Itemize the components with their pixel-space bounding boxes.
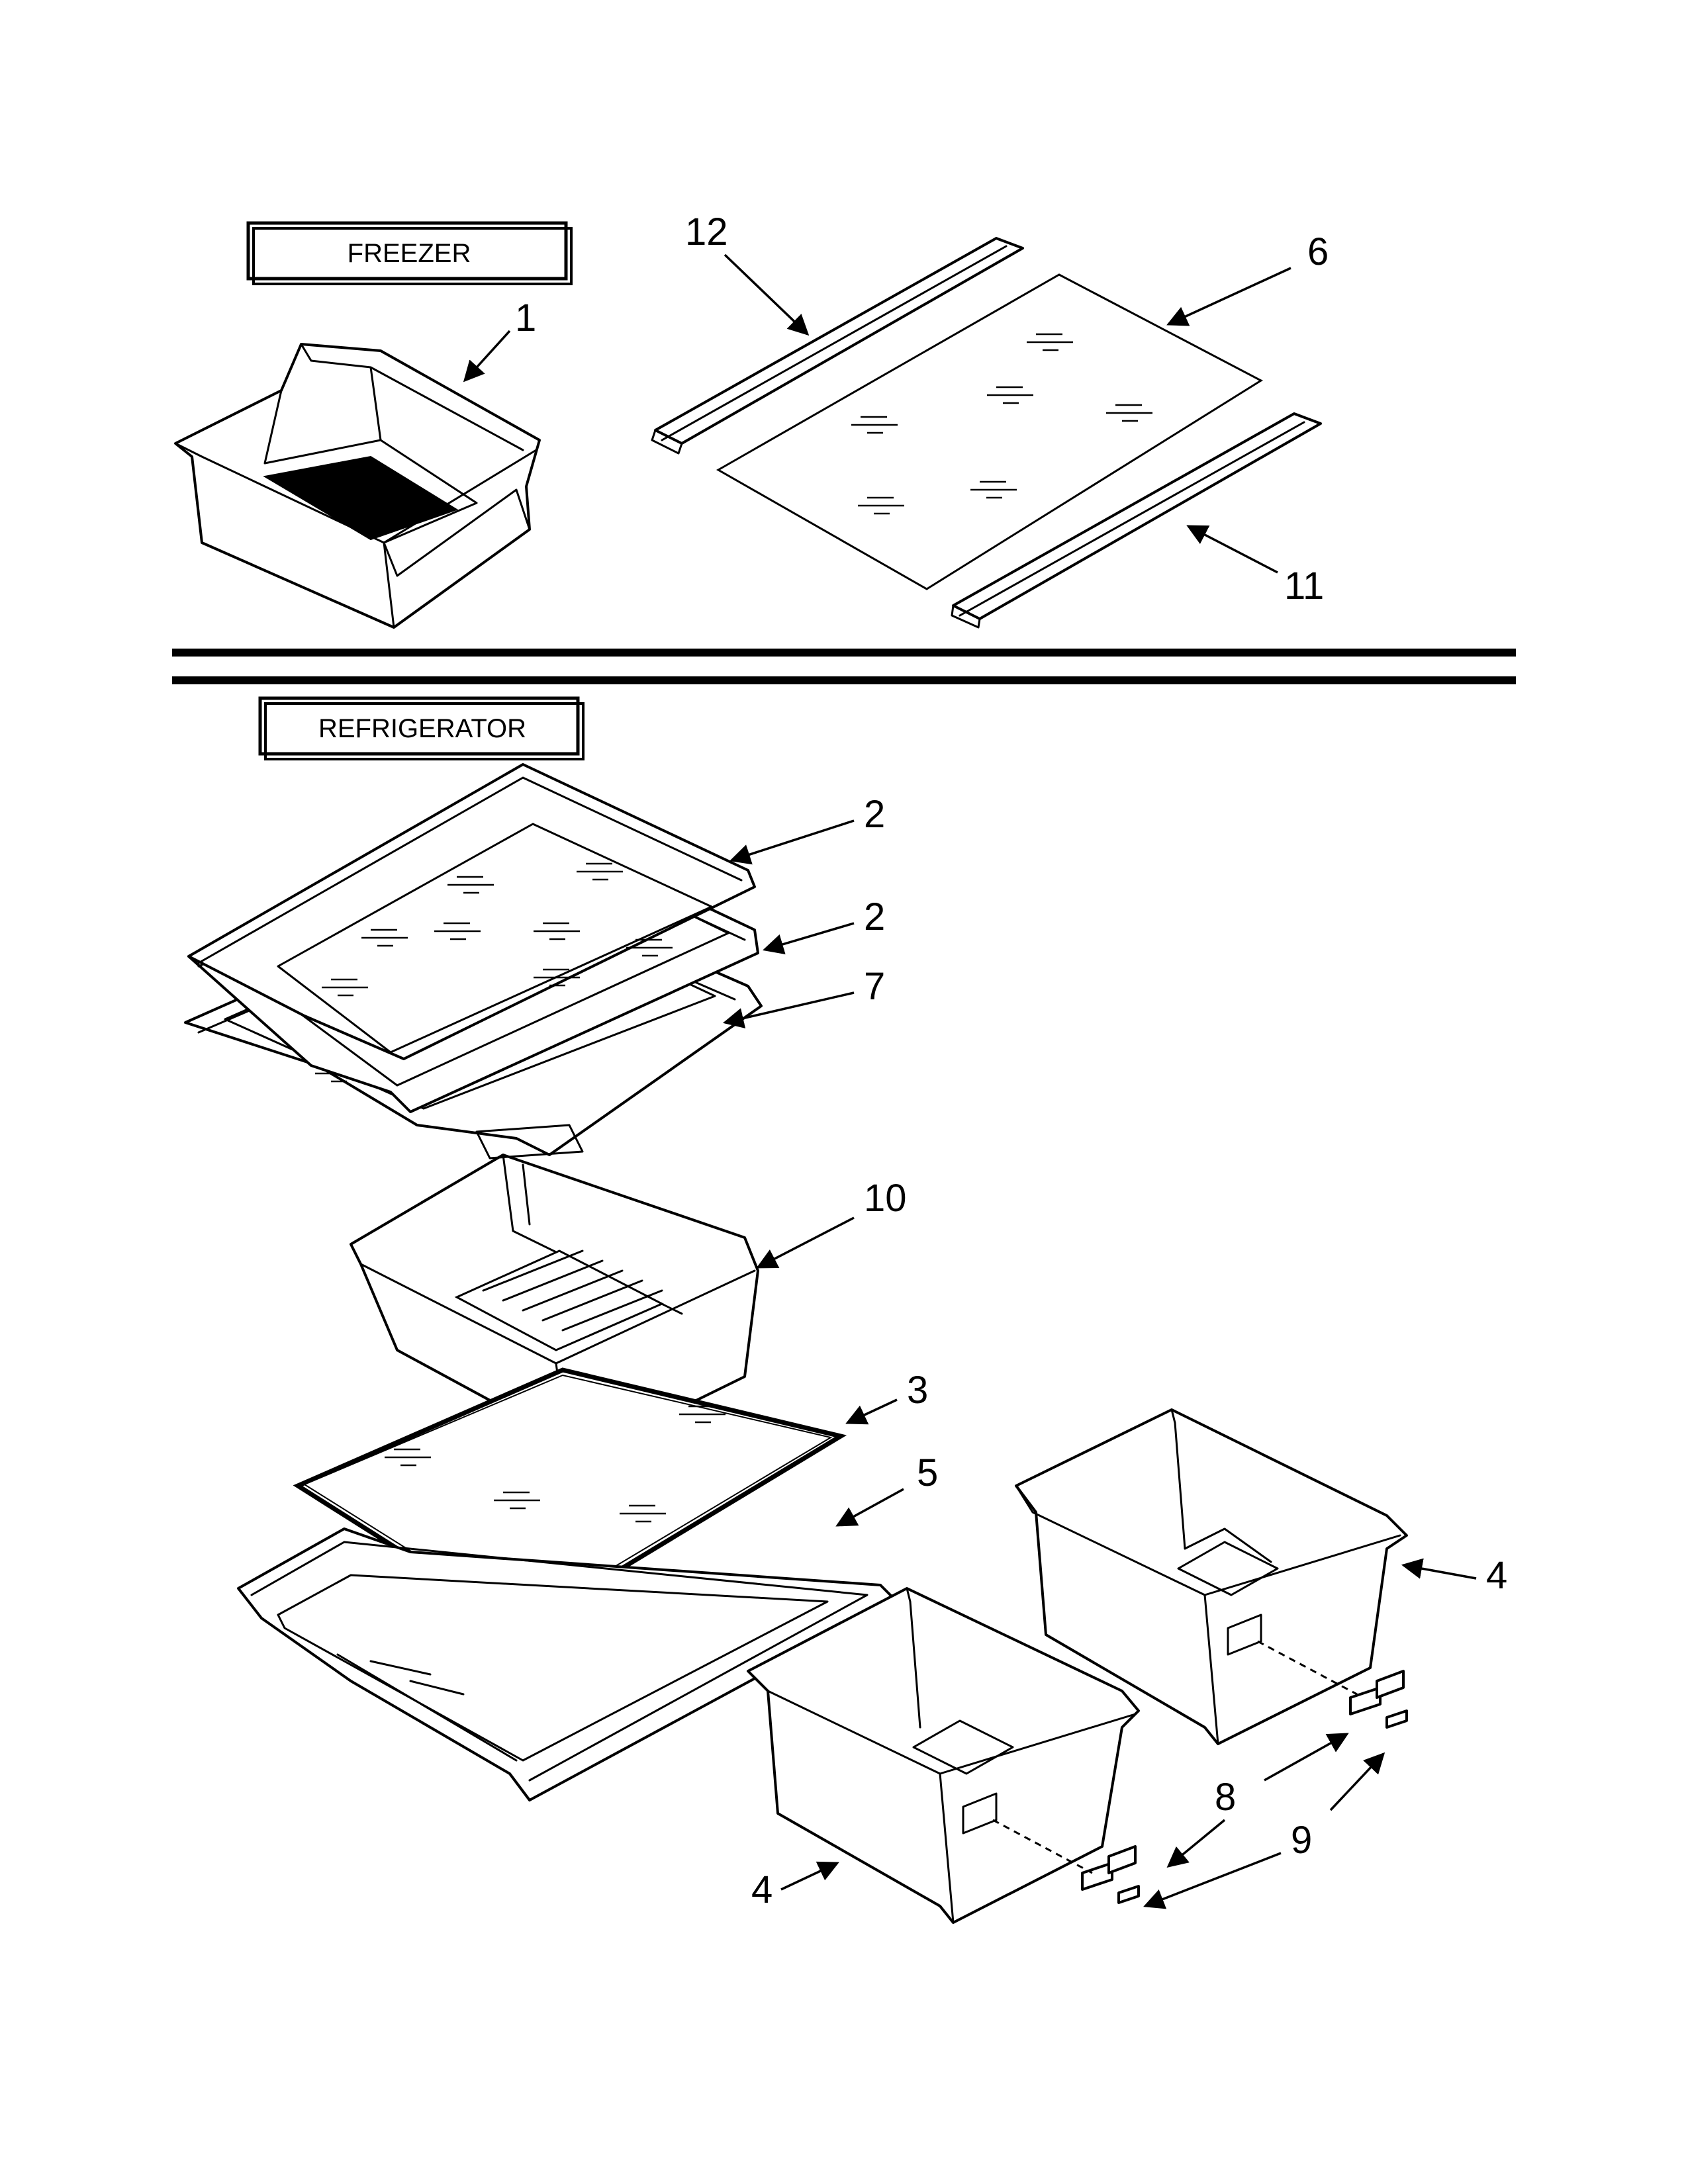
- callout-5: 5: [917, 1451, 938, 1494]
- freezer-label-box: FREEZER: [246, 221, 573, 285]
- freezer-basket: [174, 343, 541, 629]
- crisper-drawer-right: [1015, 1408, 1408, 1745]
- section-divider-top: [172, 649, 1516, 657]
- callout-1: 1: [515, 296, 536, 340]
- glass-shelf-upper: [187, 763, 756, 1060]
- freezer-glass-shelf: [716, 273, 1264, 590]
- callout-11: 11: [1284, 565, 1324, 608]
- callout-4-right: 4: [1486, 1554, 1507, 1597]
- callout-2-upper: 2: [864, 793, 885, 836]
- callout-2-lower: 2: [864, 895, 885, 938]
- callout-3: 3: [907, 1369, 928, 1412]
- callout-9: 9: [1291, 1819, 1312, 1862]
- shelf-rail-left: [651, 237, 1024, 455]
- refrigerator-label-box: REFRIGERATOR: [258, 696, 585, 760]
- callout-10: 10: [864, 1177, 907, 1220]
- crisper-drawer-left: [747, 1587, 1140, 1924]
- callout-6: 6: [1307, 230, 1329, 273]
- callout-8: 8: [1215, 1776, 1236, 1819]
- crisper-frame: [237, 1527, 898, 1801]
- callout-12: 12: [685, 210, 728, 253]
- section-divider-bottom: [172, 676, 1516, 684]
- callout-7: 7: [864, 965, 885, 1008]
- shelf-rail-right: [951, 412, 1322, 629]
- callout-4-left: 4: [751, 1868, 773, 1911]
- crisper-clip-right: [1349, 1670, 1408, 1729]
- crisper-clip-left: [1081, 1845, 1140, 1904]
- meat-pan: [350, 1124, 759, 1464]
- refrigerator-label: REFRIGERATOR: [318, 714, 526, 743]
- freezer-label: FREEZER: [348, 239, 471, 268]
